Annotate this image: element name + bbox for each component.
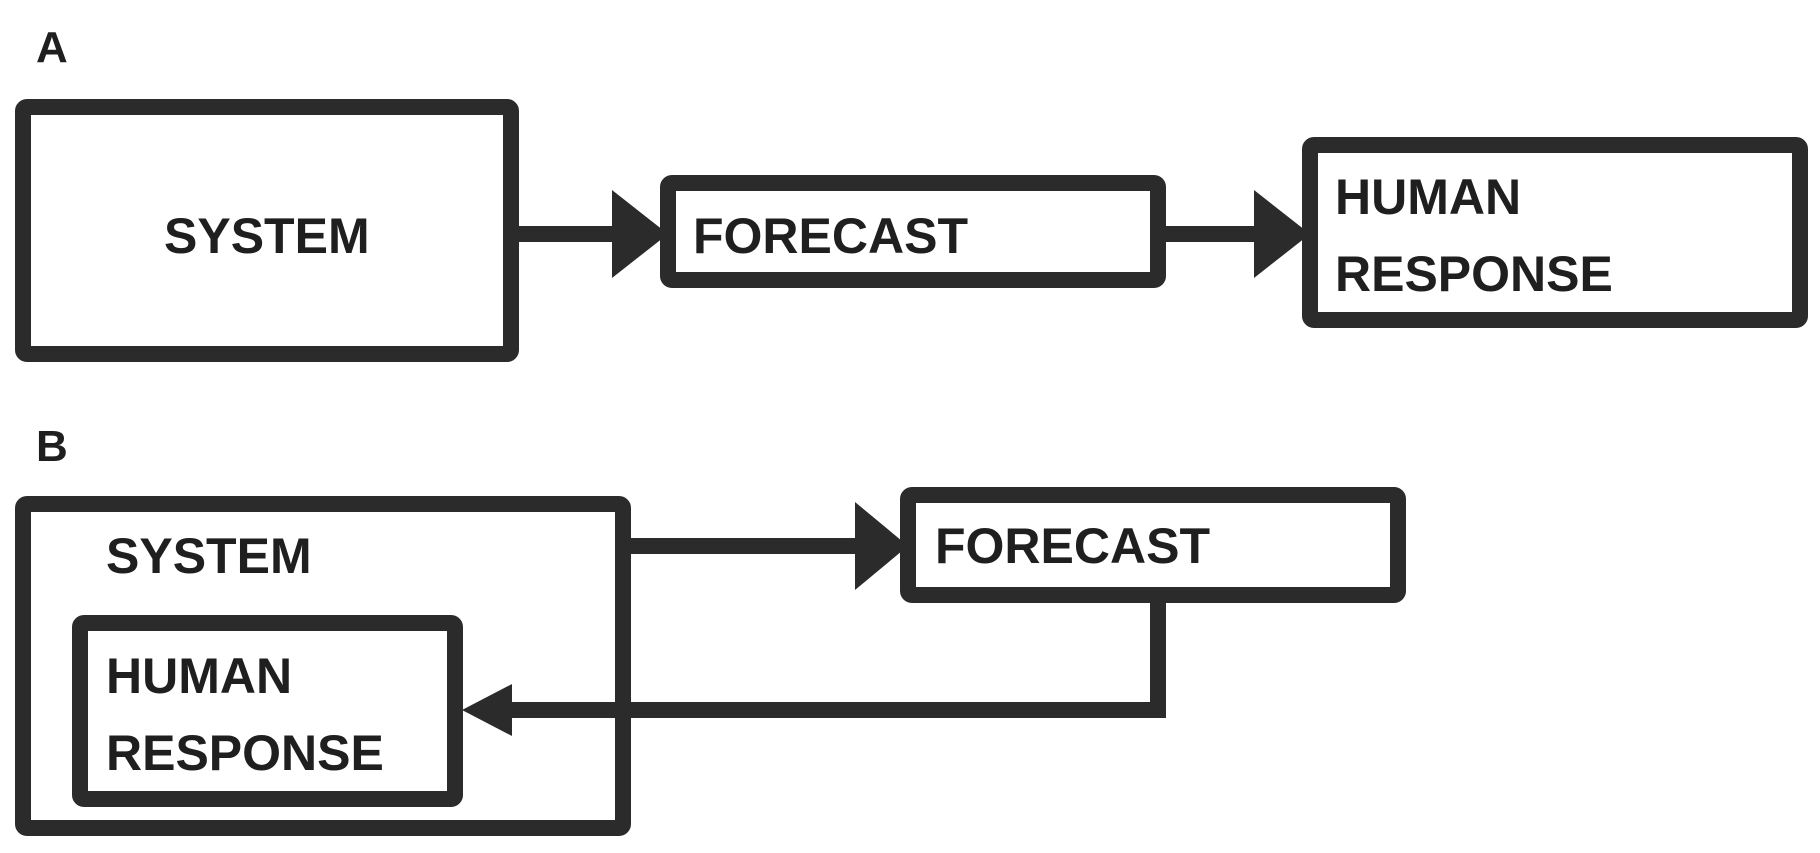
panel-a-arrowhead-forecast [612,190,668,278]
panel-b: B SYSTEM HUMAN RESPONSE FORECAST [15,422,1406,836]
panel-a-forecast-label: FORECAST [693,208,968,264]
panel-a-system-label: SYSTEM [164,208,370,264]
panel-a-human-response-box [1302,137,1808,328]
panel-b-arrowhead-response [462,684,512,736]
panel-b-forecast-label: FORECAST [935,518,1210,574]
panel-a-human-response-line1: HUMAN [1335,169,1521,225]
panel-b-human-response-line2: RESPONSE [106,725,384,781]
panel-a-human-response-line2: RESPONSE [1335,246,1613,302]
panel-b-system-label: SYSTEM [106,528,312,584]
panel-b-arrow-forecast-to-response [500,603,1166,718]
panel-b-human-response-box [72,615,463,807]
panel-a: A SYSTEM FORECAST HUMAN RESPONSE [15,23,1808,362]
panel-b-forecast-box [900,487,1406,603]
panel-b-human-response-line1: HUMAN [106,648,292,704]
panel-b-arrowhead-forecast [855,502,908,590]
panel-b-label: B [36,422,68,471]
panel-a-label: A [36,23,68,72]
panel-a-arrowhead-response [1254,190,1310,278]
